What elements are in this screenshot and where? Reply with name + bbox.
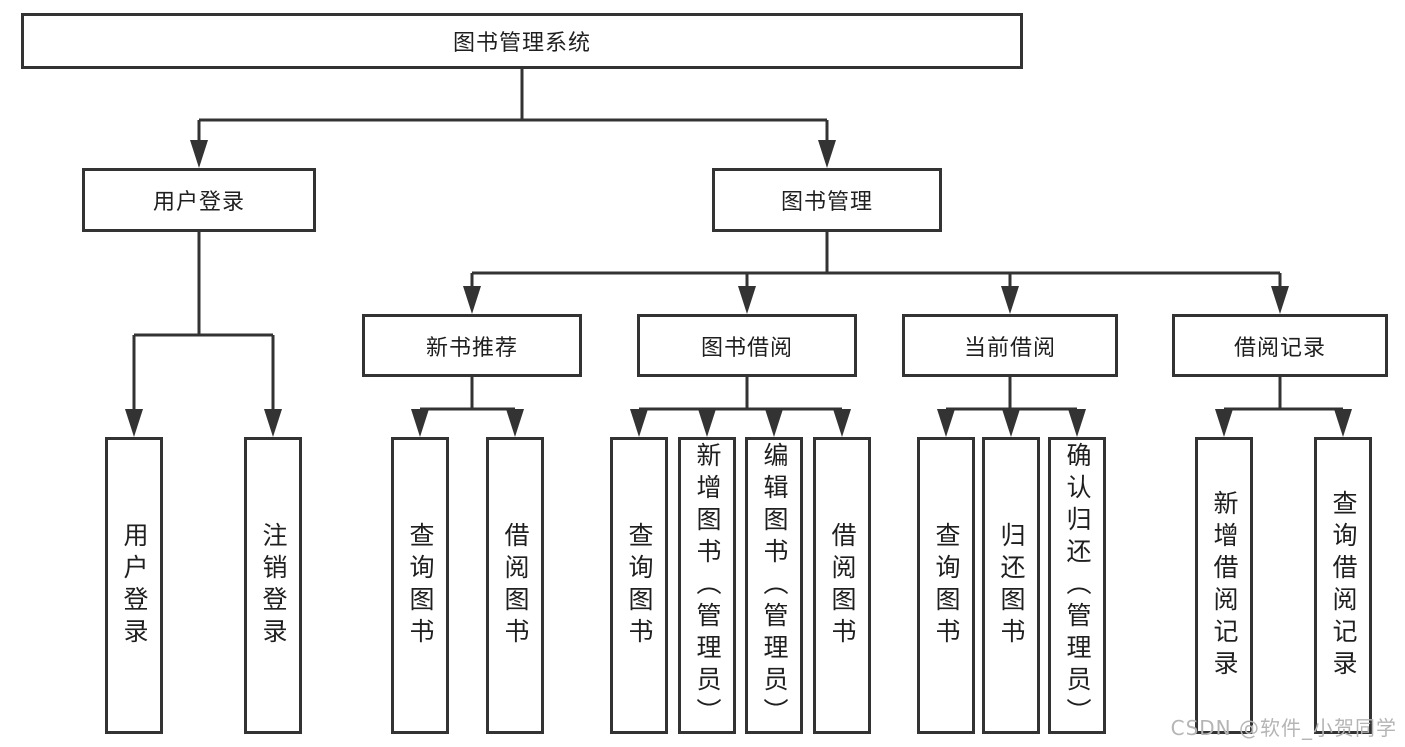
node-user-login-label: 用户登录 xyxy=(152,190,245,215)
leaf-query-borrow-record: 查询借阅记录 xyxy=(1314,437,1372,734)
node-new-book-recommend: 新书推荐 xyxy=(362,314,582,377)
leaf-query-books-borrow: 查询图书 xyxy=(610,437,668,734)
leaf-confirm-return-admin: 确认归还（管理员） xyxy=(1048,437,1106,734)
leaf-return-book: 归还图书 xyxy=(982,437,1040,734)
leaf-add-borrow-record-label: 新增借阅记录 xyxy=(1210,489,1239,682)
leaf-borrow-books-label: 借阅图书 xyxy=(828,521,857,650)
leaf-add-book-admin-label: 新增图书（管理员） xyxy=(693,441,722,730)
leaf-user-login-label: 用户登录 xyxy=(120,521,149,650)
node-new-book-recommend-label: 新书推荐 xyxy=(425,335,518,361)
node-borrow-records: 借阅记录 xyxy=(1172,314,1388,377)
node-book-management-label: 图书管理 xyxy=(780,190,873,215)
node-book-borrow-label: 图书借阅 xyxy=(700,335,793,361)
leaf-edit-book-admin-label: 编辑图书（管理员） xyxy=(760,441,789,730)
leaf-add-borrow-record: 新增借阅记录 xyxy=(1195,437,1253,734)
leaf-user-login: 用户登录 xyxy=(105,437,163,734)
leaf-confirm-return-admin-label: 确认归还（管理员） xyxy=(1063,441,1092,730)
leaf-query-borrow-record-label: 查询借阅记录 xyxy=(1329,489,1358,682)
leaf-query-books-current-label: 查询图书 xyxy=(932,521,961,650)
leaf-query-books-recommend-label: 查询图书 xyxy=(406,521,435,650)
node-current-borrow: 当前借阅 xyxy=(902,314,1118,377)
leaf-query-books-borrow-label: 查询图书 xyxy=(625,521,654,650)
watermark: CSDN @软件_小贺同学 xyxy=(1170,716,1397,740)
leaf-borrow-books-recommend-label: 借阅图书 xyxy=(501,521,530,650)
leaf-query-books-current: 查询图书 xyxy=(917,437,975,734)
leaf-borrow-books: 借阅图书 xyxy=(813,437,871,734)
leaf-borrow-books-recommend: 借阅图书 xyxy=(486,437,544,734)
leaf-edit-book-admin: 编辑图书（管理员） xyxy=(745,437,803,734)
node-current-borrow-label: 当前借阅 xyxy=(963,335,1056,361)
node-library-system: 图书管理系统 xyxy=(21,13,1023,69)
leaf-query-books-recommend: 查询图书 xyxy=(391,437,449,734)
node-book-management: 图书管理 xyxy=(712,168,942,232)
leaf-add-book-admin: 新增图书（管理员） xyxy=(678,437,736,734)
node-library-system-label: 图书管理系统 xyxy=(452,31,591,56)
node-book-borrow: 图书借阅 xyxy=(637,314,857,377)
leaf-return-book-label: 归还图书 xyxy=(997,521,1026,650)
node-user-login: 用户登录 xyxy=(82,168,316,232)
leaf-logout: 注销登录 xyxy=(244,437,302,734)
node-borrow-records-label: 借阅记录 xyxy=(1233,335,1326,361)
leaf-logout-label: 注销登录 xyxy=(259,521,288,650)
